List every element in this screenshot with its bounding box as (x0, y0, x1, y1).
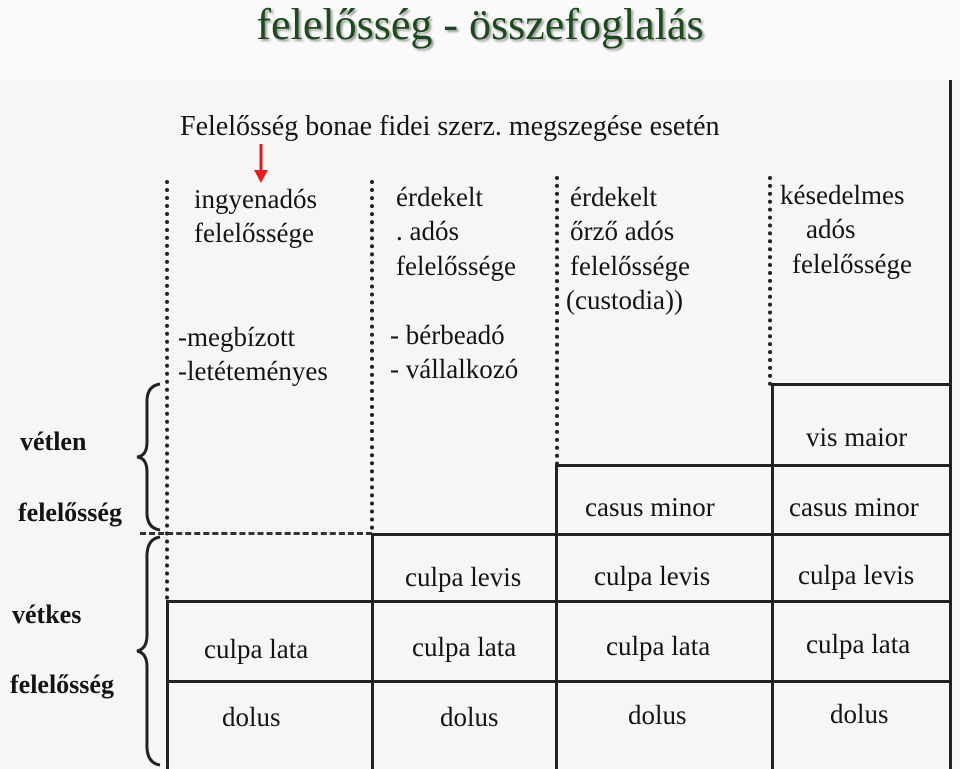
cell-culpa-levis-col3: culpa levis (594, 561, 711, 591)
label-faultless-2: felelősség (18, 498, 122, 527)
dotted-separator-1 (165, 180, 169, 600)
cell-dolus-col1: dolus (222, 702, 281, 732)
col2-example-2: - vállalkozó (390, 354, 519, 384)
grid-line (371, 533, 951, 536)
col1-line-2: felelőssége (194, 218, 314, 248)
col4-line-3: felelőssége (792, 249, 912, 279)
grid-line (771, 383, 951, 386)
cell-casus-minor-col4: casus minor (789, 492, 919, 522)
cell-culpa-lata-col2: culpa lata (412, 632, 517, 662)
scanned-diagram: Felelősség bonae fidei szerz. megszegése… (0, 80, 960, 769)
col1-line-1: ingyenadós (194, 184, 317, 214)
col4-line-2: adós (806, 214, 856, 244)
cell-dolus-col4: dolus (830, 699, 889, 729)
cell-culpa-lata-col1: culpa lata (204, 634, 309, 664)
grid-line (166, 600, 169, 769)
dashed-divider (140, 532, 372, 535)
brace-faultless-icon (136, 382, 161, 532)
grid-line (949, 80, 952, 769)
grid-line (166, 680, 951, 683)
col3-line-1: érdekelt (570, 182, 657, 212)
label-faultless-1: vétlen (20, 427, 87, 456)
col2-line-2: . adós (396, 216, 459, 246)
brace-culpable-icon (136, 535, 161, 767)
cell-casus-minor-col3: casus minor (585, 492, 715, 522)
col4-line-1: késedelmes (780, 180, 905, 210)
col3-line-3: felelőssége (570, 251, 690, 281)
red-arrow-icon (254, 144, 268, 183)
grid-line (555, 464, 951, 467)
col2-line-3: felelőssége (396, 251, 516, 281)
grid-line (771, 383, 774, 769)
diagram-heading: Felelősség bonae fidei szerz. megszegése… (180, 111, 720, 142)
col2-example-1: - bérbeadó (390, 320, 505, 350)
col1-example-2: -letéteményes (178, 356, 328, 386)
col1-example-1: -megbízott (178, 322, 295, 352)
col3-line-4: (custodia)) (566, 285, 683, 315)
col3-line-2: őrző adós (570, 216, 675, 246)
dotted-separator-3 (555, 176, 559, 466)
cell-dolus-col3: dolus (628, 700, 687, 730)
col2-line-1: érdekelt (396, 182, 483, 212)
page-title: felelősség - összefoglalás (0, 0, 960, 80)
cell-culpa-levis-col4: culpa levis (798, 560, 915, 590)
dotted-separator-2 (370, 180, 374, 530)
grid-line (371, 533, 374, 769)
label-culpable-2: felelősség (10, 670, 114, 699)
label-culpable-1: vétkes (12, 600, 82, 629)
dotted-separator-4 (768, 176, 772, 386)
cell-culpa-lata-col4: culpa lata (806, 629, 911, 659)
grid-line (166, 600, 951, 603)
cell-culpa-lata-col3: culpa lata (606, 631, 711, 661)
cell-culpa-levis-col2: culpa levis (405, 562, 522, 592)
cell-dolus-col2: dolus (440, 702, 499, 732)
cell-vis-maior: vis maior (806, 422, 908, 452)
grid-line (555, 464, 558, 769)
